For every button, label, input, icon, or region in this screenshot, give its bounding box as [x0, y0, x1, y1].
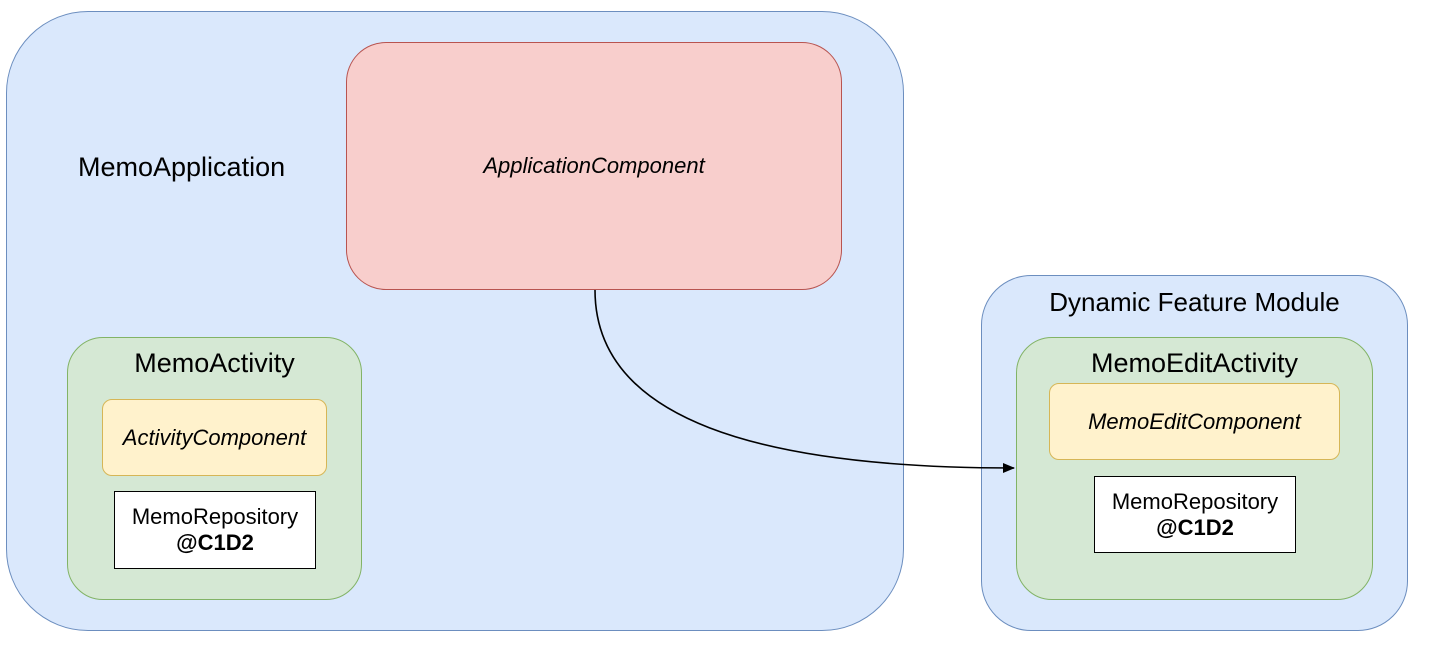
- memo-edit-activity-title: MemoEditActivity: [1090, 348, 1299, 378]
- activity-component-label: ActivityComponent: [122, 424, 307, 450]
- application-component-label: ApplicationComponent: [483, 153, 705, 178]
- activity-component-node: ActivityComponent: [102, 399, 327, 476]
- application-to-edit-activity-arrow: [594, 289, 1015, 473]
- dynamic-feature-module-title: Dynamic Feature Module: [1049, 287, 1340, 317]
- memo-edit-repository-code: @C1D2: [1156, 514, 1234, 540]
- memo-application-title: MemoApplication: [78, 152, 286, 182]
- memo-edit-component-node: MemoEditComponent: [1049, 383, 1340, 460]
- memo-repository-code: @C1D2: [176, 530, 254, 555]
- memo-edit-repository-name: MemoRepository: [1111, 488, 1279, 514]
- memo-edit-repository-node: MemoRepository @C1D2: [1094, 476, 1296, 553]
- memo-repository-name: MemoRepository: [131, 504, 299, 529]
- memo-edit-component-label: MemoEditComponent: [1088, 408, 1301, 434]
- memo-activity-title: MemoActivity: [134, 348, 295, 378]
- memo-edit-activity-container: [1016, 337, 1373, 600]
- application-component-node: ApplicationComponent: [346, 42, 842, 290]
- memo-repository-node: MemoRepository @C1D2: [114, 491, 316, 569]
